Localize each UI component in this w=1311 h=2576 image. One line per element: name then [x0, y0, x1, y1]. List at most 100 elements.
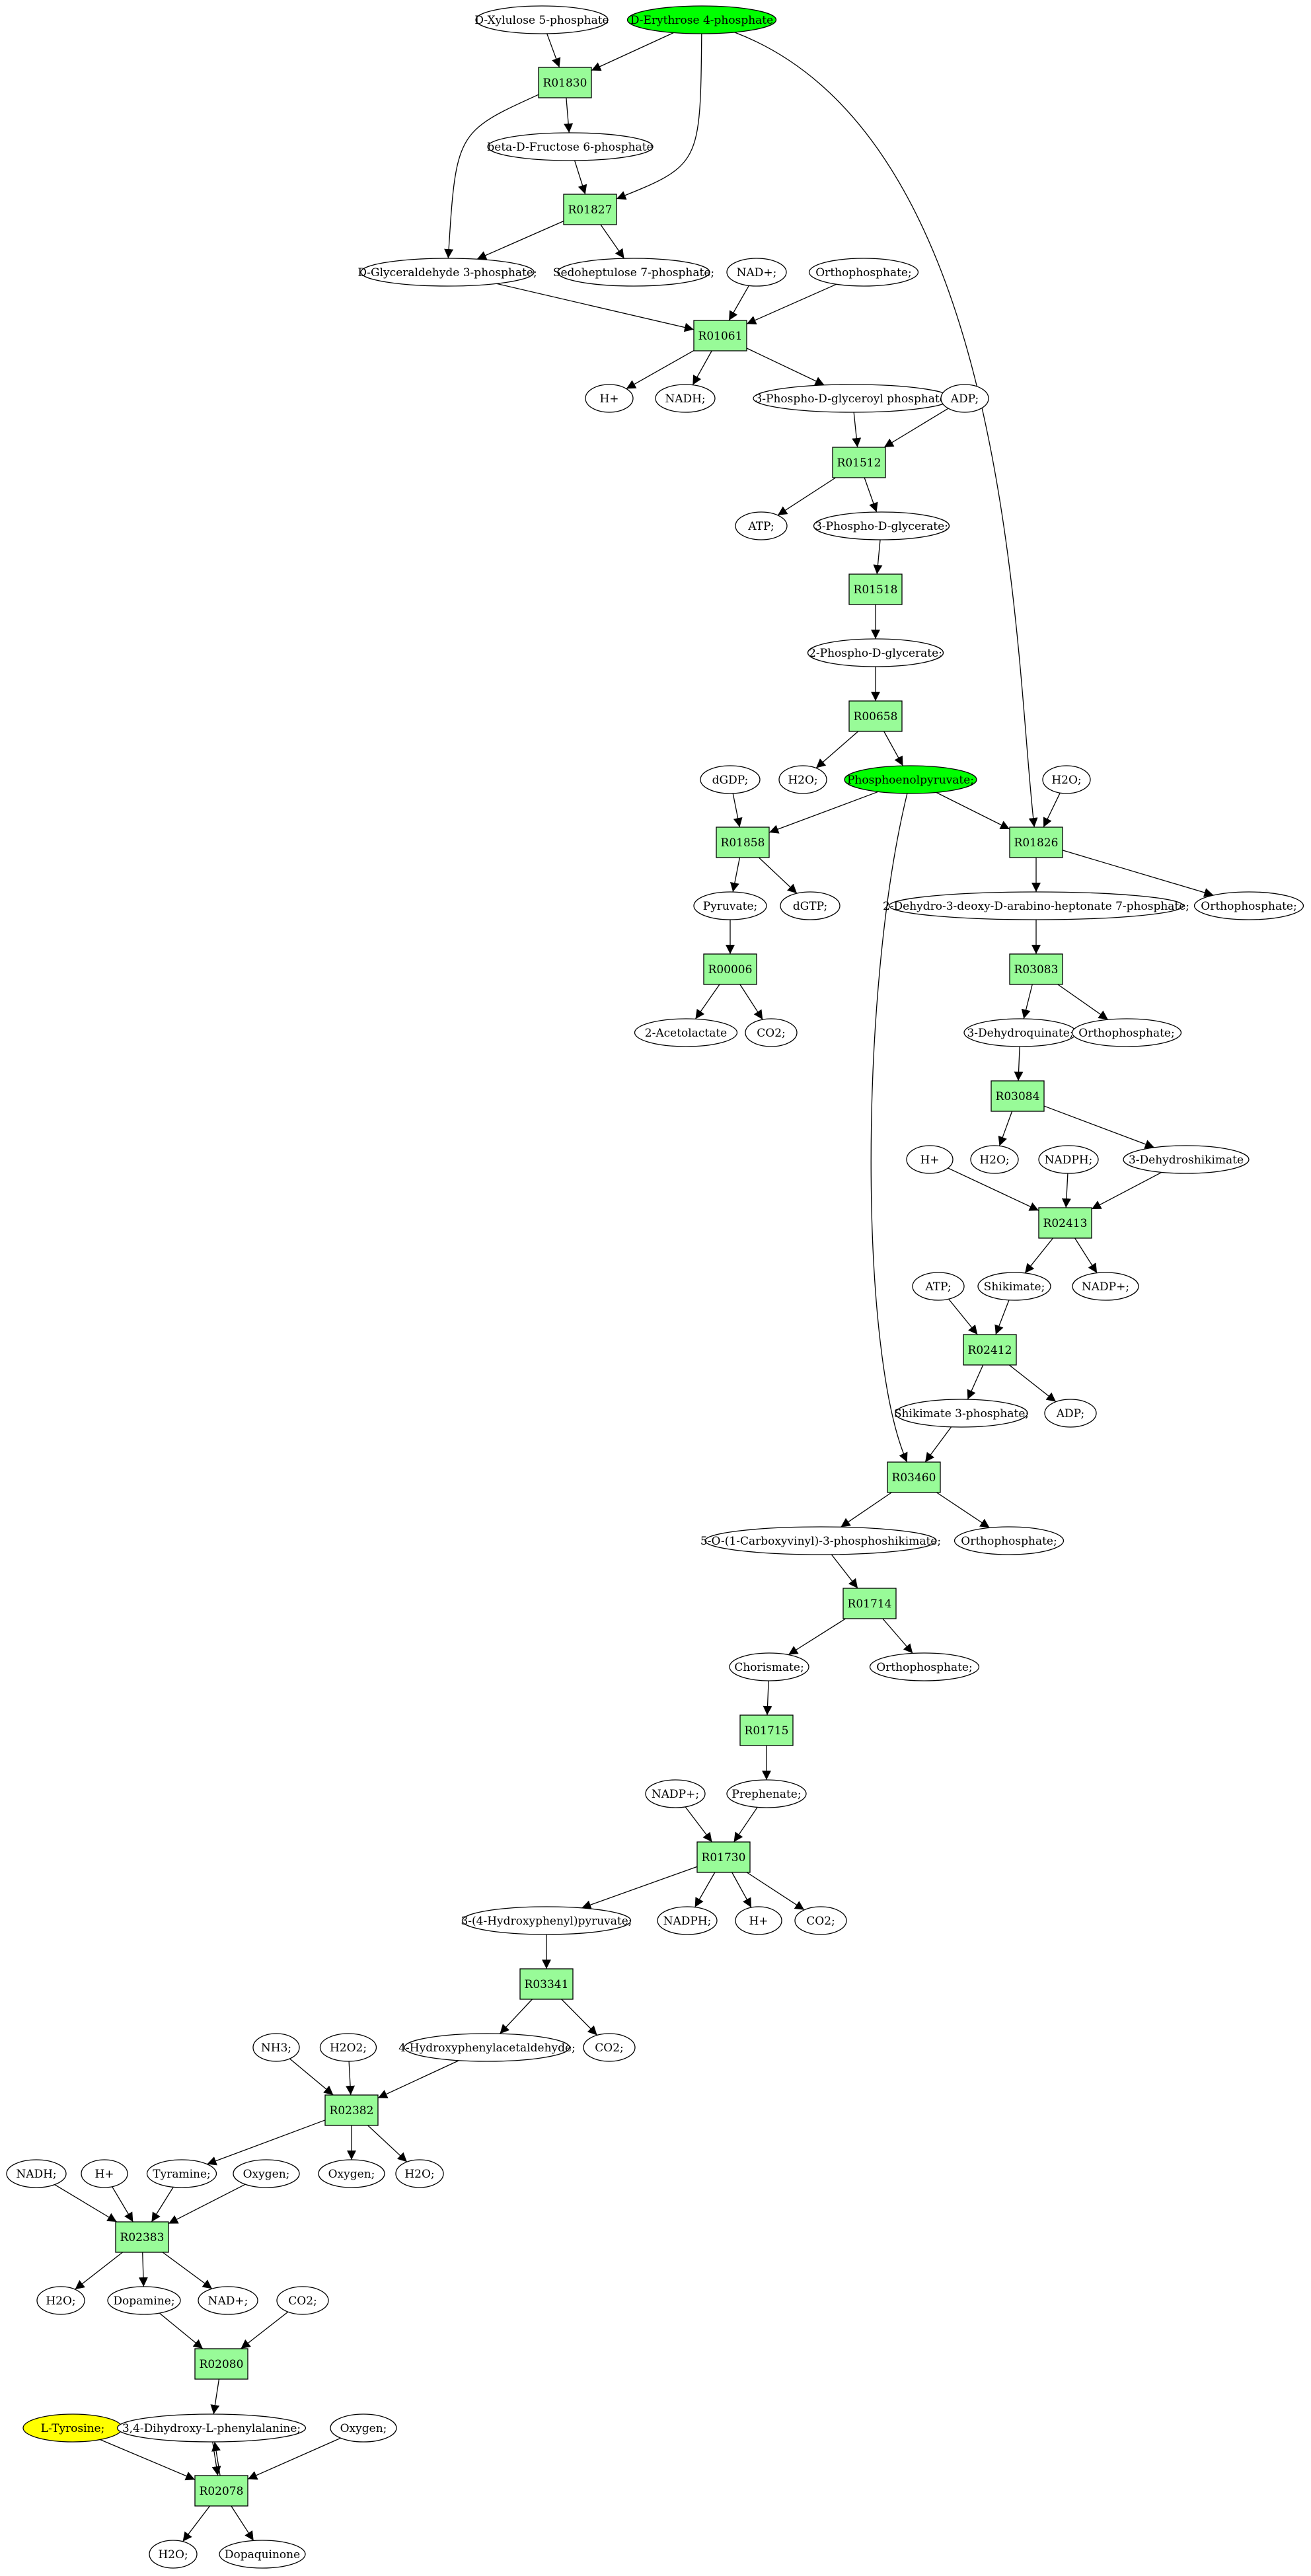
edge-n20-to-n22: [883, 731, 904, 766]
metabolite-node: Orthophosphate;: [954, 1526, 1065, 1555]
reaction-node: R02412: [963, 1334, 1017, 1366]
metabolite-node: Oxygen;: [330, 2413, 397, 2443]
metabolite-label: Phosphoenolpyruvate;: [847, 774, 974, 787]
metabolite-ellipse: [149, 2540, 198, 2569]
edge-n32-to-n35: [1021, 984, 1033, 1019]
metabolite-node: 2-Dehydro-3-deoxy-D-arabino-heptonate 7-…: [883, 891, 1189, 920]
edge-n10-to-n11: [626, 350, 694, 389]
metabolite-label: CO2;: [595, 2042, 624, 2055]
metabolite-ellipse: [461, 1906, 632, 1935]
reaction-box: [887, 1461, 941, 1493]
edge-n49-to-n51: [936, 1492, 990, 1528]
reaction-id-label: R00658: [854, 710, 898, 723]
metabolite-label: NADH;: [665, 392, 705, 406]
metabolite-node: CO2;: [794, 1906, 847, 1935]
metabolite-label: NADH;: [16, 2168, 56, 2181]
metabolite-node: Orthophosphate;: [808, 258, 919, 287]
metabolite-label: Sedoheptulose 7-phosphate;: [553, 266, 714, 279]
metabolite-node: CO2;: [583, 2033, 636, 2062]
metabolite-node: Dopamine;: [107, 2286, 181, 2315]
metabolite-label: Dopaquinone: [225, 2548, 300, 2561]
reaction-node: R01518: [848, 573, 903, 605]
metabolite-label: H2O;: [788, 774, 817, 787]
metabolite-label: CO2;: [806, 1915, 835, 1928]
metabolite-node: Prephenate;: [726, 1779, 807, 1808]
edge-n58-to-n62: [746, 1872, 805, 1911]
reaction-node: R00006: [703, 953, 757, 985]
reaction-node: R02383: [115, 2221, 169, 2253]
metabolite-node: 2-Acetolactate: [634, 1018, 738, 1047]
edge-n84-to-n86: [231, 2505, 254, 2541]
metabolite-node: 2-Phospho-D-glycerate;: [807, 638, 944, 667]
metabolite-node: NADPH;: [657, 1906, 718, 1935]
reaction-node: R01714: [843, 1588, 897, 1619]
metabolite-label: NADPH;: [1045, 1154, 1093, 1167]
metabolite-ellipse: [735, 511, 788, 540]
metabolite-label: D-Xylulose 5-phosphate: [474, 14, 609, 27]
metabolite-label: ATP;: [747, 520, 774, 533]
metabolite-node: H2O;: [36, 2286, 85, 2315]
edge-n15-to-n17: [864, 477, 878, 513]
edge-n81-to-n84: [100, 2439, 196, 2481]
metabolite-node: NADP+;: [645, 1779, 706, 1808]
metabolite-node: CO2;: [276, 2286, 329, 2315]
edge-n53-to-n55: [763, 1680, 772, 1716]
metabolite-node: dGTP;: [780, 891, 841, 920]
metabolite-ellipse: [487, 132, 654, 161]
metabolite-ellipse: [844, 765, 977, 794]
metabolite-node: D-Glyceraldehyde 3-phosphate;: [357, 258, 537, 287]
reaction-node: R01826: [1009, 827, 1063, 858]
metabolite-node: 3-(4-Hydroxyphenyl)pyruvate;: [461, 1906, 632, 1935]
metabolite-label: 3,4-Dihydroxy-L-phenylalanine;: [122, 2422, 301, 2435]
metabolite-node: H+: [81, 2159, 128, 2188]
metabolite-label: H2O2;: [330, 2042, 367, 2055]
reaction-box: [1009, 827, 1063, 858]
metabolite-label: 3-(4-Hydroxyphenyl)pyruvate;: [461, 1915, 632, 1928]
reaction-box: [848, 700, 903, 732]
metabolite-label: Pyruvate;: [703, 900, 757, 913]
edge-n31-to-n34: [739, 984, 763, 1020]
edge-n42-to-n44: [1024, 1237, 1054, 1274]
metabolite-node: Sedoheptulose 7-phosphate;: [553, 258, 714, 287]
edge-n69-to-n75: [54, 2184, 118, 2223]
reaction-id-label: R02412: [968, 1344, 1012, 1357]
metabolite-label: 4-Hydroxyphenylacetaldehyde;: [398, 2042, 576, 2055]
edge-n44-to-n46: [994, 1300, 1010, 1335]
metabolite-ellipse: [726, 1779, 807, 1808]
metabolite-ellipse: [970, 1145, 1019, 1174]
metabolite-node: ADP;: [1044, 1399, 1097, 1428]
metabolite-node: Dopaquinone: [219, 2540, 306, 2569]
reaction-box: [991, 1080, 1045, 1112]
metabolite-node: 3-Phospho-D-glycerate;: [813, 511, 950, 540]
edge-n68-to-n74: [367, 2125, 408, 2162]
metabolite-label: NAD+;: [737, 266, 777, 279]
metabolite-label: ATP;: [924, 1280, 951, 1294]
metabolite-label: H2O;: [404, 2168, 434, 2181]
edge-n25-to-n28: [758, 857, 798, 894]
edge-n50-to-n52: [831, 1554, 858, 1589]
metabolite-node: H2O;: [149, 2540, 198, 2569]
edge-n64-to-n68: [289, 2058, 334, 2096]
metabolite-node: NH3;: [252, 2033, 300, 2062]
target-metabolite-node: L-Tyrosine;: [22, 2413, 123, 2443]
metabolite-label: D-Erythrose 4-phosphate: [630, 14, 773, 27]
metabolite-ellipse: [888, 891, 1184, 920]
edge-n63-to-n67: [561, 1999, 598, 2036]
reaction-id-label: R01715: [745, 1724, 789, 1738]
metabolite-ellipse: [583, 2033, 636, 2062]
metabolite-ellipse: [807, 638, 944, 667]
metabolite-label: beta-D-Fructose 6-phosphate: [487, 141, 653, 154]
metabolite-ellipse: [693, 891, 767, 920]
metabolite-node: Pyruvate;: [693, 891, 767, 920]
edge-n58-to-n60: [694, 1872, 716, 1908]
metabolite-ellipse: [318, 2159, 385, 2188]
reaction-box: [832, 447, 886, 478]
metabolite-label: Orthophosphate;: [961, 1535, 1057, 1548]
reaction-node: R02413: [1038, 1207, 1092, 1239]
metabolite-label: ADP;: [950, 392, 979, 406]
edge-n17-to-n18: [873, 539, 883, 575]
metabolite-ellipse: [634, 1018, 738, 1047]
edge-n66-to-n68: [377, 2060, 459, 2099]
metabolite-label: NH3;: [261, 2042, 291, 2055]
